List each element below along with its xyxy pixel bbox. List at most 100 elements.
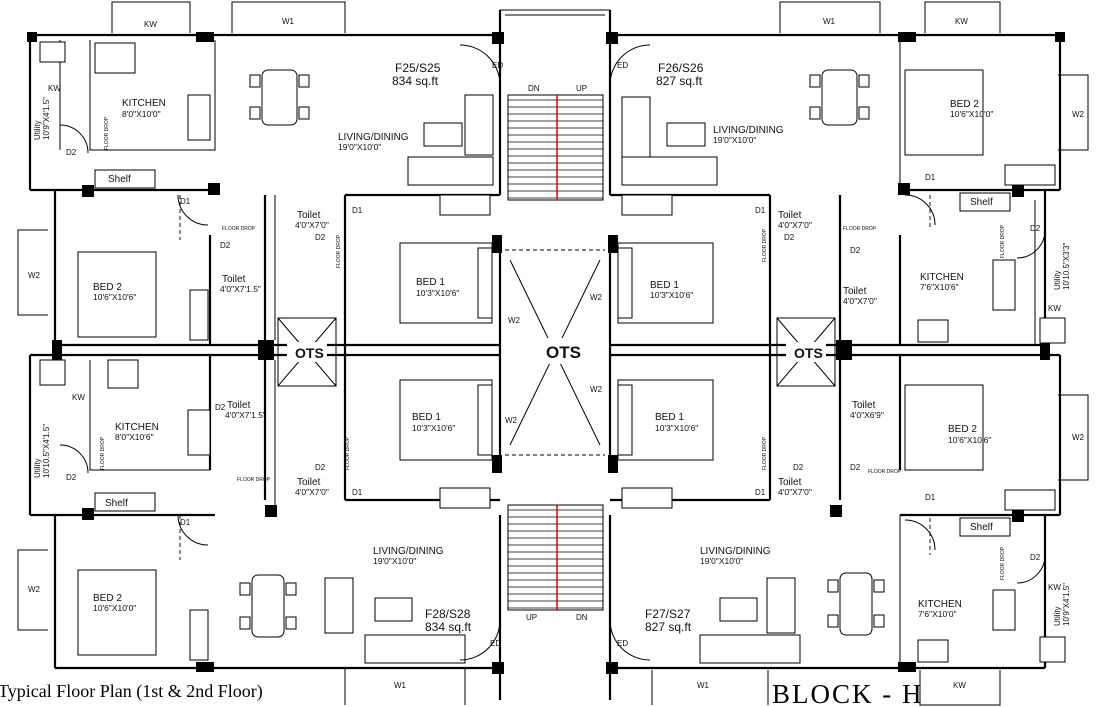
bed2-label: BED 2 [950,99,979,110]
window-tag-w2: W2 [505,416,518,425]
floor-drop-label: FLOOR DROP [1000,224,1006,258]
floor-drop-label: FLOOR DROP [222,226,256,232]
staircase-bottom: UP DN [507,504,604,622]
door-tag-d1: D1 [352,206,363,215]
toilet-dim: 4'0"X7'1.5" [225,410,266,420]
shelf-label: Shelf [970,522,993,533]
ots-label: OTS [794,345,823,361]
window-tag-kw: KW [144,20,157,29]
bed2-dim: 10'6"X10'0" [93,603,136,613]
window-tag-w2: W2 [28,585,41,594]
door-tag-d1: D1 [925,173,936,182]
external-windows [17,1,1089,706]
unit-id: F25/S25 [395,61,441,75]
window-tag-w2: W2 [28,271,41,280]
door-tags: D1 D1 D2 D2 D2 D2 D2 D2 D1 D1 D1 D2 D2 D… [66,61,1041,648]
utility-dim: 10'9"X4'1.5" [1062,583,1071,626]
floor-drop-label: FLOOR DROP [762,228,768,262]
shelf-label: Shelf [108,174,131,185]
toilet-label: Toilet [843,286,867,297]
floor-drop-label: FLOOR DROP [336,234,342,268]
kitchen-label: KITCHEN [115,422,159,433]
door-tag-ed: ED [617,61,628,70]
toilet-dim: 4'0"X7'0" [778,220,812,230]
ots-shaft-left: OTS [277,317,337,387]
door-tag-d2: D2 [315,463,326,472]
door-tag-d2: D2 [215,403,226,412]
living-dim: 19'0"X10'0" [338,142,381,152]
window-tag-w2: W2 [1072,433,1085,442]
window-tag-kw: KW [1048,583,1061,592]
floor-drop-label: FLOOR DROP [762,436,768,470]
room-labels: KITCHEN 8'0"X10'0" KITCHEN 8'0"X10'6" KI… [33,97,1071,626]
staircase-top: DN UP [507,84,604,201]
living-label: LIVING/DINING [700,546,771,557]
furniture [39,41,1066,664]
toilet-label: Toilet [222,274,246,285]
door-tag-d1: D1 [755,206,766,215]
unit-area: 827 sq.ft [645,620,692,634]
floor-drop-tags: FLOOR DROP FLOOR DROP FLOOR DROP FLOOR D… [100,116,1006,580]
toilet-dim: 4'0"X7'0" [843,296,877,306]
door-tag-d2: D2 [850,463,861,472]
door-tag-ed: ED [617,639,628,648]
bed1-label: BED 1 [655,412,684,423]
utility-label: Utility [33,120,42,140]
bed1-dim: 10'3"X10'6" [412,423,455,433]
door-tag-d2: D2 [793,463,804,472]
door-swings [59,44,1046,661]
window-tag-kw: KW [953,681,966,690]
toilet-dim: 4'0"X6'9" [850,410,884,420]
utility-label: Utility [1053,270,1062,290]
bed2-label: BED 2 [93,593,122,604]
utility-dim: 10'10.5"X4'1.5" [42,424,51,478]
utility-label: Utility [1053,606,1062,626]
bed1-dim: 10'3"X10'6" [655,423,698,433]
columns [27,32,1065,674]
floor-drop-label: FLOOR DROP [345,436,351,470]
stair-label-up: UP [576,84,587,93]
door-tag-d2: D2 [850,246,861,255]
living-label: LIVING/DINING [713,125,784,136]
door-tag-d2: D2 [315,233,326,242]
living-label: LIVING/DINING [338,132,409,143]
bed1-dim: 10'3"X10'6" [650,290,693,300]
living-dim: 19'0"X10'0" [373,556,416,566]
kitchen-dim: 8'0"X10'0" [122,109,161,119]
bed1-label: BED 1 [412,412,441,423]
window-tag-w2: W2 [590,293,603,302]
dashed-lines [179,40,931,560]
window-tag-w2: W2 [508,316,521,325]
floor-drop-label: FLOOR DROP [843,226,877,232]
door-tag-d2: D2 [1030,553,1041,562]
block-label: BLOCK - H [772,679,924,707]
floor-drop-label: FLOOR DROP [868,469,902,475]
toilet-dim: 4'0"X7'1.5" [220,284,261,294]
utility-dim: 10'9"X4'1.5" [42,97,51,140]
window-tag-w2: W2 [590,385,603,394]
window-tag-w1: W1 [697,681,710,690]
toilet-label: Toilet [852,400,876,411]
kitchen-label: KITCHEN [918,599,962,610]
bed1-label: BED 1 [416,277,445,288]
window-tag-kw: KW [48,84,61,93]
unit-area: 827 sq.ft [656,74,703,88]
unit-labels: F25/S25 834 sq.ft F26/S26 827 sq.ft F28/… [392,61,704,634]
ots-label: OTS [295,345,324,361]
toilet-dim: 4'0"X7'0" [778,487,812,497]
bed2-dim: 10'6"X10'6" [948,435,991,445]
toilet-dim: 4'0"X7'0" [295,487,329,497]
kitchen-dim: 7'6"X10'0" [918,609,957,619]
toilet-label: Toilet [778,477,802,488]
door-tag-d2: D2 [1030,224,1041,233]
ots-label: OTS [546,343,581,362]
kitchen-dim: 8'0"X10'6" [115,432,154,442]
stair-label-up: UP [526,613,537,622]
door-tag-d2: D2 [784,233,795,242]
unit-id: F26/S26 [658,61,704,75]
window-tag-kw: KW [1048,304,1061,313]
toilet-label: Toilet [297,210,321,221]
toilet-label: Toilet [297,477,321,488]
ots-shaft-right: OTS [776,317,836,387]
toilet-dim: 4'0"X7'0" [295,220,329,230]
